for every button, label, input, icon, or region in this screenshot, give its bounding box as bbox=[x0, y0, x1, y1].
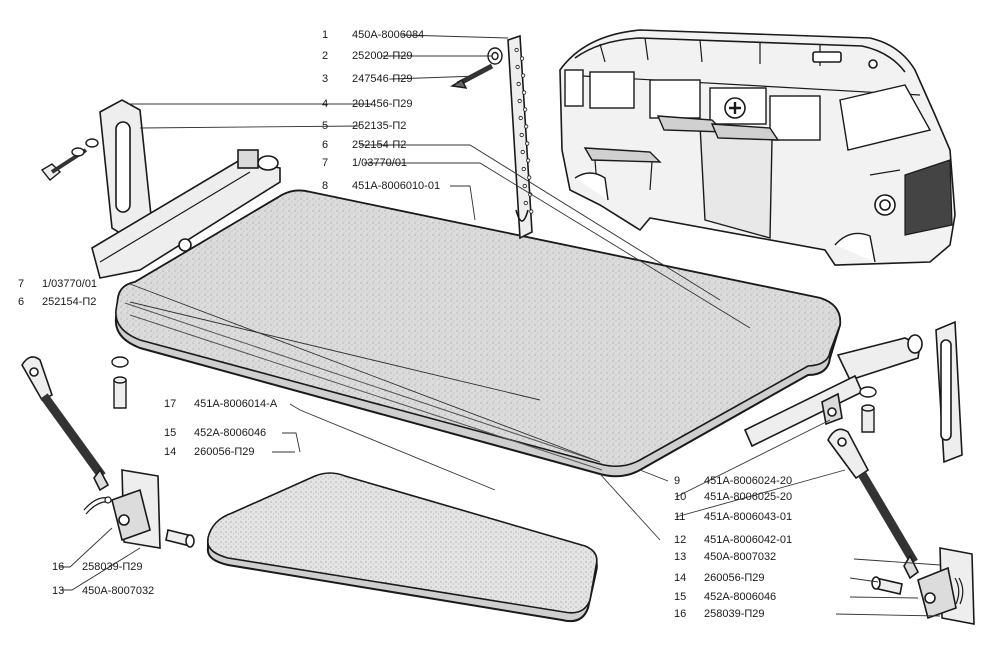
van-body-illustration bbox=[559, 29, 956, 266]
strip-hole bbox=[527, 175, 532, 180]
left-mount-plate bbox=[111, 469, 195, 549]
strip-hole bbox=[523, 200, 528, 206]
strip-hole bbox=[518, 115, 523, 121]
strip-hole bbox=[520, 149, 525, 155]
left-pivot-bushing bbox=[111, 356, 129, 409]
strip-hole bbox=[521, 166, 526, 172]
left-support-strut bbox=[21, 356, 110, 492]
strip-hole bbox=[529, 209, 534, 214]
strip-hole bbox=[525, 141, 530, 146]
right-mount-plate bbox=[871, 547, 975, 625]
right-vertical-bracket bbox=[935, 320, 963, 464]
main-table-panel bbox=[114, 189, 842, 478]
strip-hole bbox=[517, 98, 522, 104]
leader-lines bbox=[60, 34, 941, 617]
small-table-panel bbox=[206, 472, 598, 623]
strip-hole bbox=[520, 56, 525, 61]
strip-hole bbox=[523, 107, 528, 112]
right-pivot-bushing bbox=[859, 386, 877, 433]
screw-and-washer bbox=[449, 47, 503, 89]
strip-holes bbox=[514, 47, 534, 214]
strip-hole bbox=[522, 183, 527, 189]
strip-hole bbox=[515, 64, 520, 70]
strip-hole bbox=[524, 124, 529, 129]
strip-hole bbox=[521, 73, 526, 78]
left-cotter-pin bbox=[83, 496, 112, 515]
right-support-strut bbox=[827, 428, 920, 580]
left-hinge-bracket bbox=[91, 99, 281, 279]
strip-hole bbox=[522, 90, 527, 95]
strip-hole bbox=[516, 81, 521, 87]
strip-hole bbox=[526, 158, 531, 163]
strip-hole bbox=[519, 132, 524, 138]
left-bolt-washer bbox=[40, 138, 99, 181]
strip-hole bbox=[514, 47, 519, 53]
perforated-strip bbox=[507, 34, 533, 240]
right-hinge-bracket bbox=[743, 334, 923, 448]
